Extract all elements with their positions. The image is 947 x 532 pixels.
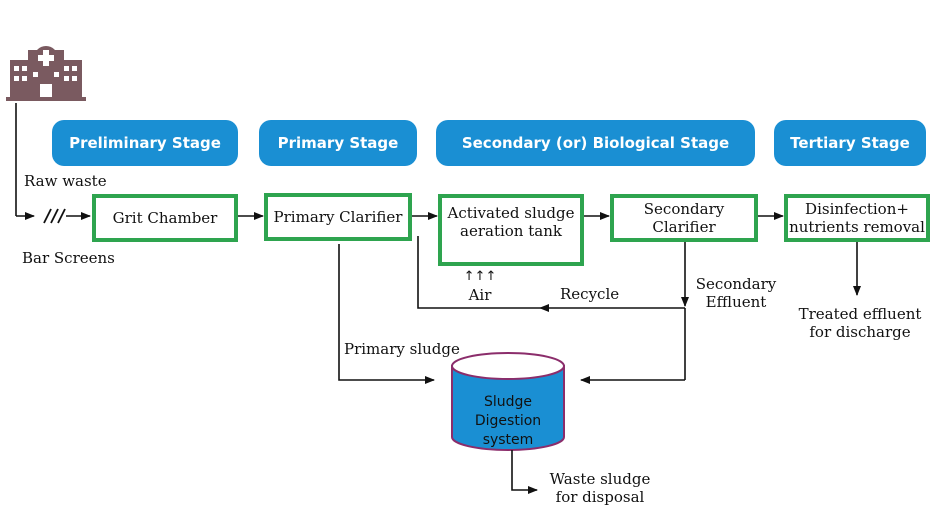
primary-clarifier-label: Primary Clarifier	[273, 208, 403, 226]
arrow-to-waste-sludge	[511, 450, 538, 494]
disinfection-box: Disinfection+ nutrients removal	[784, 194, 930, 242]
stage-label: Tertiary Stage	[790, 134, 910, 152]
grit-chamber-label: Grit Chamber	[112, 209, 218, 227]
bar-screens-label: Bar Screens	[22, 249, 115, 267]
hospital-building-icon	[6, 46, 86, 101]
raw-waste-line	[15, 103, 35, 220]
air-arrows-icon: ↑↑↑	[463, 269, 497, 284]
aeration-tank-box: Activated sludge aeration tank	[438, 194, 584, 266]
stage-label: Secondary (or) Biological Stage	[461, 134, 730, 152]
secondary-clarifier-label: Secondary Clarifier	[643, 200, 725, 236]
secondary-effluent-label: Secondary Effluent	[695, 275, 777, 311]
stage-preliminary: Preliminary Stage	[52, 120, 238, 166]
stage-label: Preliminary Stage	[69, 134, 221, 152]
recycle-line	[417, 236, 685, 312]
air-label: Air	[468, 286, 492, 304]
stage-secondary-biological: Secondary (or) Biological Stage	[436, 120, 755, 166]
stage-tertiary: Tertiary Stage	[774, 120, 926, 166]
grit-chamber-box: Grit Chamber	[92, 194, 238, 242]
waste-sludge-label: Waste sludge for disposal	[549, 470, 651, 506]
sludge-digestion-tank	[451, 352, 565, 451]
effluent-to-digester-line	[580, 308, 686, 384]
secondary-clarifier-box: Secondary Clarifier	[610, 194, 758, 242]
aeration-tank-label: Activated sludge aeration tank	[447, 204, 575, 240]
stage-primary: Primary Stage	[259, 120, 417, 166]
primary-sludge-label: Primary sludge	[344, 340, 460, 358]
stage-label: Primary Stage	[277, 134, 399, 152]
recycle-label: Recycle	[560, 285, 620, 303]
disinfection-label: Disinfection+ nutrients removal	[789, 200, 925, 236]
primary-clarifier-box: Primary Clarifier	[264, 193, 412, 241]
raw-waste-label: Raw waste	[24, 172, 107, 190]
treated-effluent-label: Treated effluent for discharge	[798, 305, 922, 341]
bar-screen-icon	[43, 208, 91, 224]
primary-sludge-line	[338, 244, 435, 384]
sludge-digestion-label: Sludge Digestion system	[474, 394, 542, 448]
